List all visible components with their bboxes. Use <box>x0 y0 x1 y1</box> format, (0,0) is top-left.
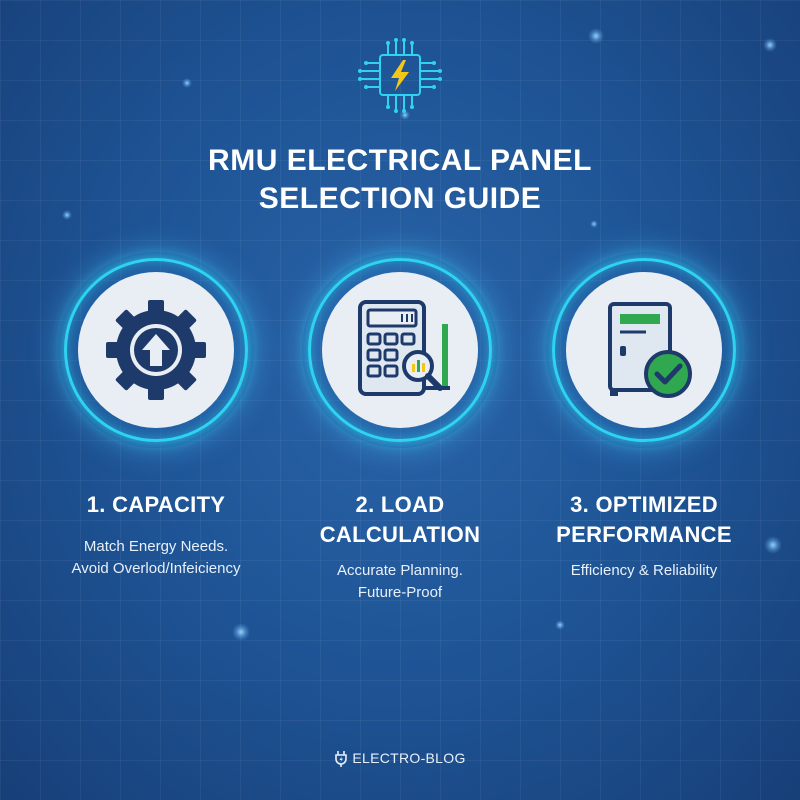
glow-ring <box>552 258 736 442</box>
load-calculation-icon-circle <box>302 252 498 448</box>
glow-dot <box>763 38 777 52</box>
glow-dot <box>588 28 604 44</box>
step-optimized-performance: 3. OPTIMIZED PERFORMANCE Efficiency & Re… <box>534 490 754 582</box>
plug-icon <box>335 751 348 768</box>
capacity-icon-circle <box>58 252 254 448</box>
glow-dot <box>62 210 72 220</box>
page-title: RMU ELECTRICAL PANEL SELECTION GUIDE <box>0 142 800 218</box>
glow-dot <box>182 78 192 88</box>
glow-dot <box>590 220 598 228</box>
panel-checkmark-icon <box>608 302 692 398</box>
glow-dot <box>232 623 250 641</box>
glow-dot <box>400 110 410 120</box>
title-line-1: RMU ELECTRICAL PANEL <box>208 144 592 177</box>
step-description: Accurate Planning. Future-Proof <box>337 562 463 601</box>
step-heading: 2. LOAD CALCULATION <box>319 492 481 547</box>
step-capacity: 1. CAPACITY Match Energy Needs. Avoid Ov… <box>46 490 266 580</box>
glow-dot <box>555 620 565 630</box>
brand-footer: ELECTRO-BLOG <box>0 750 800 768</box>
calculator-magnifier-icon <box>358 300 450 396</box>
step-heading: 1. CAPACITY <box>86 492 226 517</box>
brand-name: ELECTRO-BLOG <box>352 750 466 766</box>
title-line-2: SELECTION GUIDE <box>258 182 542 215</box>
chip-lightning-icon <box>358 38 442 113</box>
step-load-calculation: 2. LOAD CALCULATION Accurate Planning. F… <box>290 490 510 604</box>
step-heading: 3. OPTIMIZED PERFORMANCE <box>556 492 732 547</box>
glow-dot <box>764 536 782 554</box>
glow-ring <box>64 258 248 442</box>
gear-arrow-up-icon <box>106 300 206 400</box>
step-description: Efficiency & Reliability <box>570 562 718 579</box>
performance-icon-circle <box>546 252 742 448</box>
glow-ring <box>308 258 492 442</box>
step-description: Match Energy Needs. Avoid Overlod/Infeic… <box>71 538 241 577</box>
